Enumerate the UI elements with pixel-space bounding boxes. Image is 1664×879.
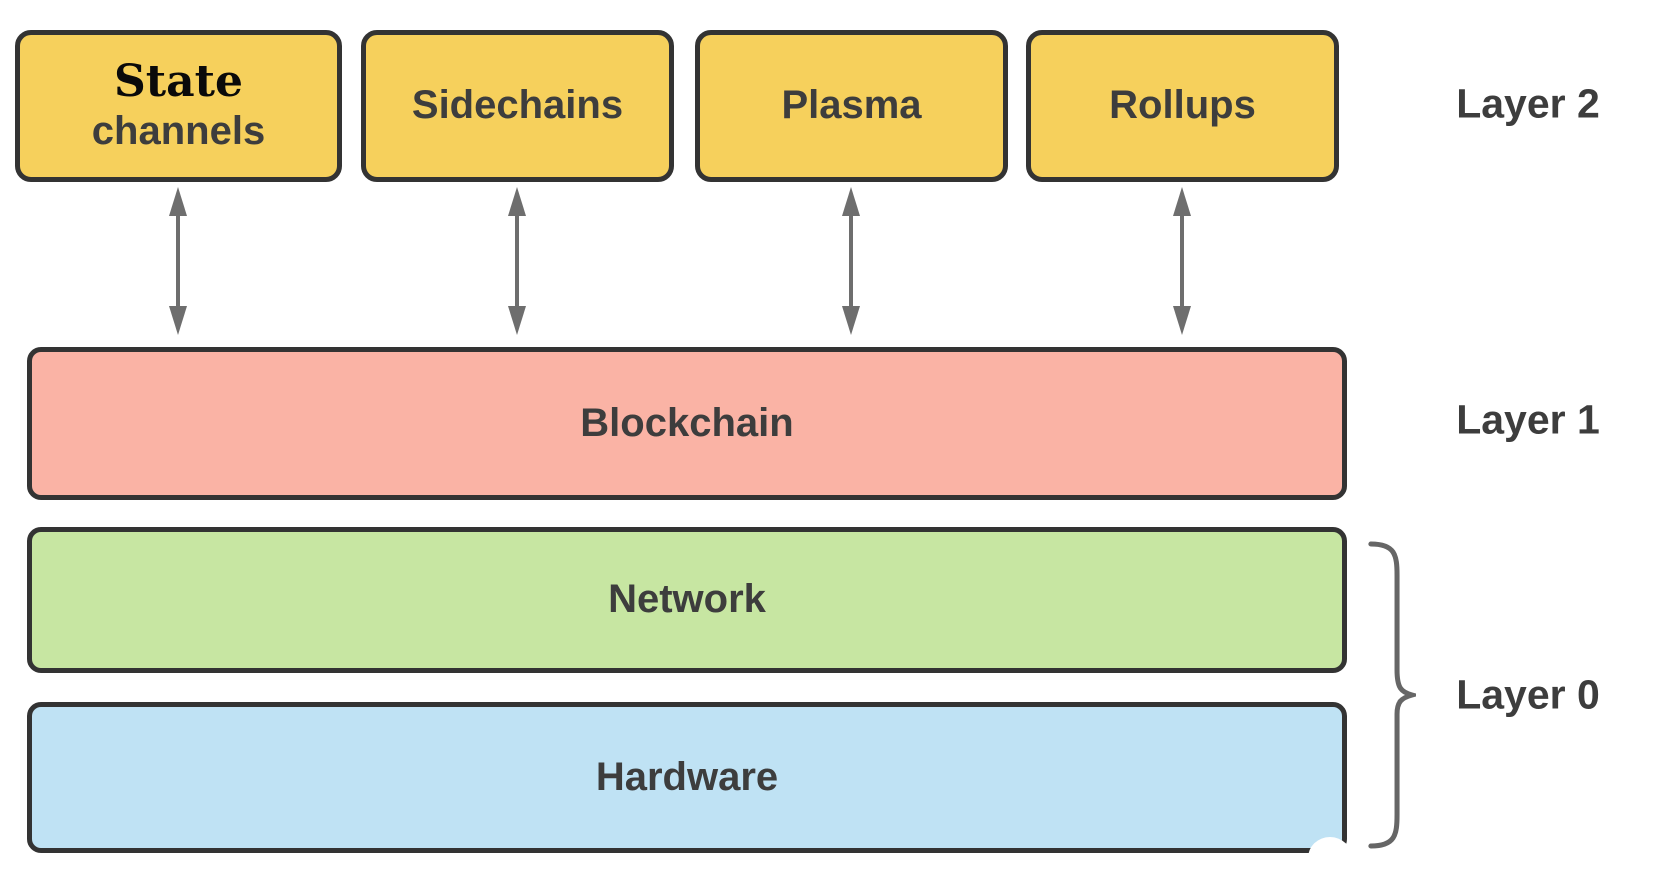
node-hardware: Hardware bbox=[27, 702, 1347, 853]
double-arrow-icon bbox=[842, 187, 860, 335]
node-sidechains: Sidechains bbox=[361, 30, 674, 182]
blockchain-label: Blockchain bbox=[580, 400, 794, 445]
double-arrow-icon bbox=[508, 187, 526, 335]
state-channels-line1: State bbox=[114, 56, 243, 108]
double-arrow-icon bbox=[169, 187, 187, 335]
layer2-label: Layer 2 bbox=[1456, 80, 1600, 127]
node-rollups: Rollups bbox=[1026, 30, 1339, 182]
network-label: Network bbox=[608, 577, 766, 622]
state-channels-line2: channels bbox=[91, 109, 266, 154]
curly-brace-icon bbox=[1368, 541, 1416, 849]
watermark-remnant bbox=[1308, 837, 1352, 879]
plasma-label: Plasma bbox=[781, 83, 922, 128]
sidechains-label: Sidechains bbox=[411, 83, 624, 128]
double-arrow-icon bbox=[1173, 187, 1191, 335]
rollups-label: Rollups bbox=[1109, 83, 1256, 128]
node-plasma: Plasma bbox=[695, 30, 1008, 182]
layer0-label: Layer 0 bbox=[1456, 671, 1600, 718]
layer1-label: Layer 1 bbox=[1456, 396, 1600, 443]
hardware-label: Hardware bbox=[595, 754, 779, 799]
node-network: Network bbox=[27, 527, 1347, 673]
node-blockchain: Blockchain bbox=[27, 347, 1347, 500]
node-state-channels: State channels bbox=[15, 30, 342, 182]
